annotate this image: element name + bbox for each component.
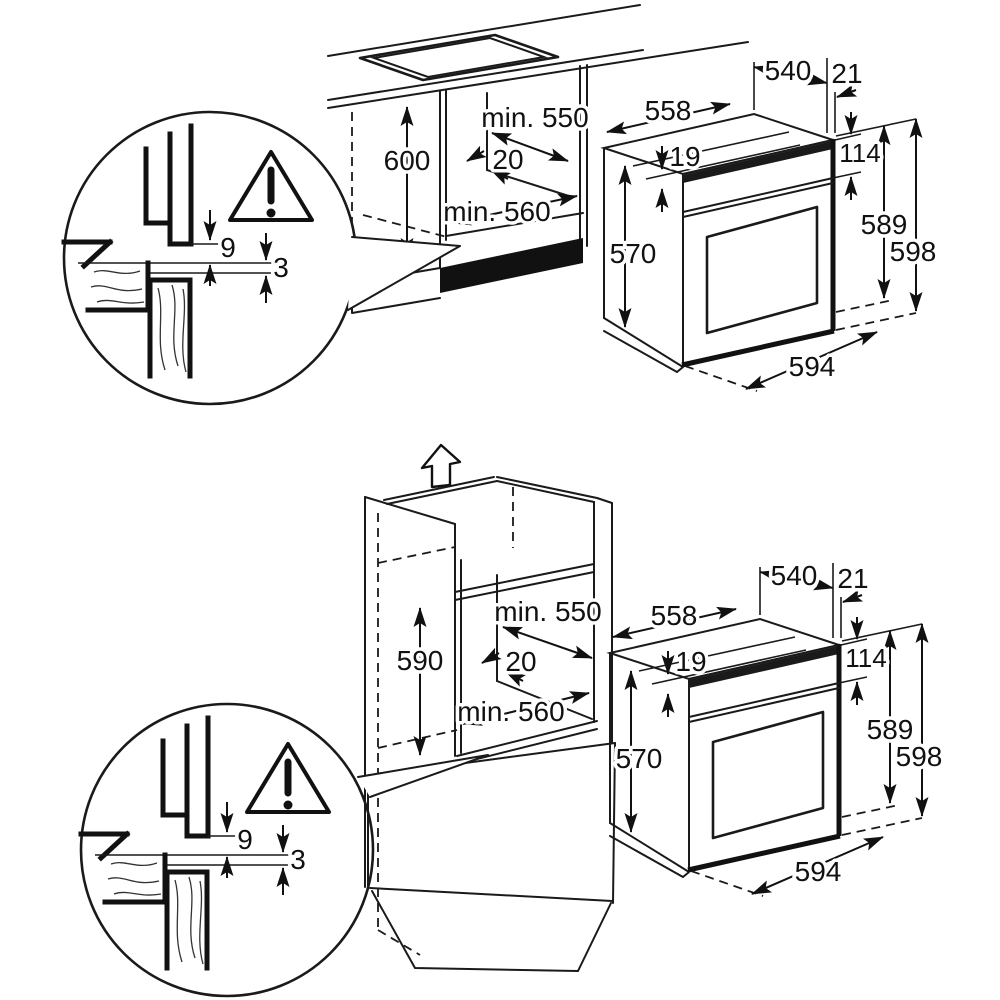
tall-cabinet (364, 476, 616, 972)
dim-top-overlap-top: 19 (669, 141, 700, 172)
dim-front-width-bottom: 594 (795, 856, 842, 887)
detail-circle-top (64, 112, 356, 404)
dim-body-width-bottom: 558 (651, 600, 698, 631)
dim-top-overlap-bottom: 19 (675, 646, 706, 677)
dim-door-gap-bottom: 3 (290, 844, 306, 875)
dim-body-depth-bottom: 540 (771, 560, 818, 591)
dim-niche-height-top: 600 (384, 145, 431, 176)
dim-height-589-bottom: 589 (867, 714, 914, 745)
dim-trim-overlap-bottom: 9 (237, 824, 253, 855)
callout-wedge-bottom (357, 754, 489, 798)
countertop (327, 4, 749, 109)
dim-height-589-top: 589 (861, 209, 908, 240)
dim-front-height-top: 598 (890, 236, 937, 267)
vent-strip (440, 238, 583, 293)
dim-front-width-top: 594 (789, 351, 836, 382)
dim-panel-height-top: 114 (839, 138, 880, 168)
dim-niche-depth-top: min. 550 (481, 102, 588, 133)
dim-rear-gap-bottom: 20 (505, 646, 536, 677)
dim-body-height-top: 570 (610, 238, 657, 269)
bottom-diagram-tall-cabinet: 590 min. 550 20 min. 560 558 19 570 540 … (81, 443, 946, 996)
dim-panel-height-bottom: 114 (845, 643, 886, 673)
dim-niche-depth-bottom: min. 550 (494, 596, 601, 627)
dim-trim-overlap-top: 9 (220, 232, 236, 263)
dim-door-protrusion-bottom: 21 (837, 563, 868, 594)
dim-front-height-bottom: 598 (896, 741, 943, 772)
dim-body-width-top: 558 (645, 95, 692, 126)
dim-body-depth-top: 540 (765, 55, 812, 86)
cooktop-cutout (358, 33, 560, 82)
up-arrow-icon (420, 443, 462, 489)
dim-niche-height-bottom: 590 (397, 645, 444, 676)
callout-wedge-top (347, 236, 461, 311)
dim-niche-width-bottom: min. 560 (457, 696, 564, 727)
dim-body-height-bottom: 570 (616, 743, 663, 774)
dim-door-protrusion-top: 21 (831, 58, 862, 89)
undercounter-niche (351, 64, 588, 314)
dim-niche-width-top: min. 560 (443, 196, 550, 227)
top-diagram-undercounter: 600 min. 550 20 min. 560 558 19 570 540 … (64, 4, 940, 404)
dim-rear-gap-top: 20 (492, 144, 523, 175)
dim-door-gap-top: 3 (273, 252, 289, 283)
detail-circle-bottom (81, 704, 373, 996)
